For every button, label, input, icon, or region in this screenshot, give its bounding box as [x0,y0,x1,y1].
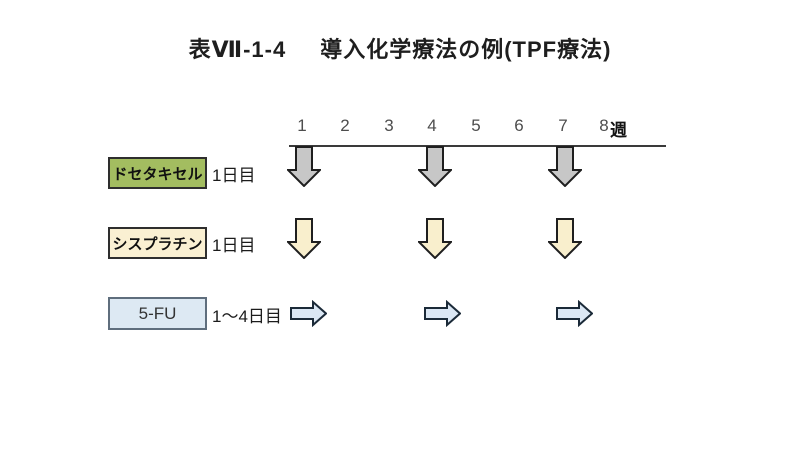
5fu-dose-arrow-week7 [556,300,593,327]
cisplatin-dose-arrow-week4 [418,218,452,259]
week-tick-3: 3 [384,116,394,135]
drug-box-docetaxel: ドセタキセル [108,157,207,189]
5fu-dose-arrow-week1 [290,300,327,327]
schedule-label-cisplatin: 1日目 [212,236,256,255]
week-tick-1: 1 [297,116,307,135]
docetaxel-dose-arrow-week4 [418,146,452,187]
drug-label-docetaxel: ドセタキセル [112,165,203,183]
week-tick-8: 8 [599,116,609,135]
drug-box-cisplatin: シスプラチン [108,227,207,259]
week-unit-label: 週 [610,121,627,140]
drug-label-5fu: 5-FU [138,303,177,323]
schedule-label-5fu: 1～4日目 [212,307,282,326]
docetaxel-dose-arrow-week7 [548,146,582,187]
drug-label-cisplatin: シスプラチン [112,235,203,253]
week-tick-7: 7 [558,116,568,135]
week-tick-2: 2 [340,116,350,135]
cisplatin-dose-arrow-week7 [548,218,582,259]
drug-box-5fu: 5-FU [108,297,207,330]
figure-number-label: 表Ⅶ-1-4 [188,37,287,62]
week-tick-5: 5 [471,116,481,135]
figure-title: 表Ⅶ-1-4 導入化学療法の例(TPF療法) [0,32,800,64]
docetaxel-dose-arrow-week1 [287,146,321,187]
schedule-label-docetaxel: 1日目 [212,166,256,185]
figure-title-text: 導入化学療法の例(TPF療法) [320,37,612,62]
5fu-dose-arrow-week4 [424,300,461,327]
week-tick-6: 6 [514,116,524,135]
week-tick-4: 4 [427,116,437,135]
cisplatin-dose-arrow-week1 [287,218,321,259]
timeline-axis-line [289,145,666,147]
